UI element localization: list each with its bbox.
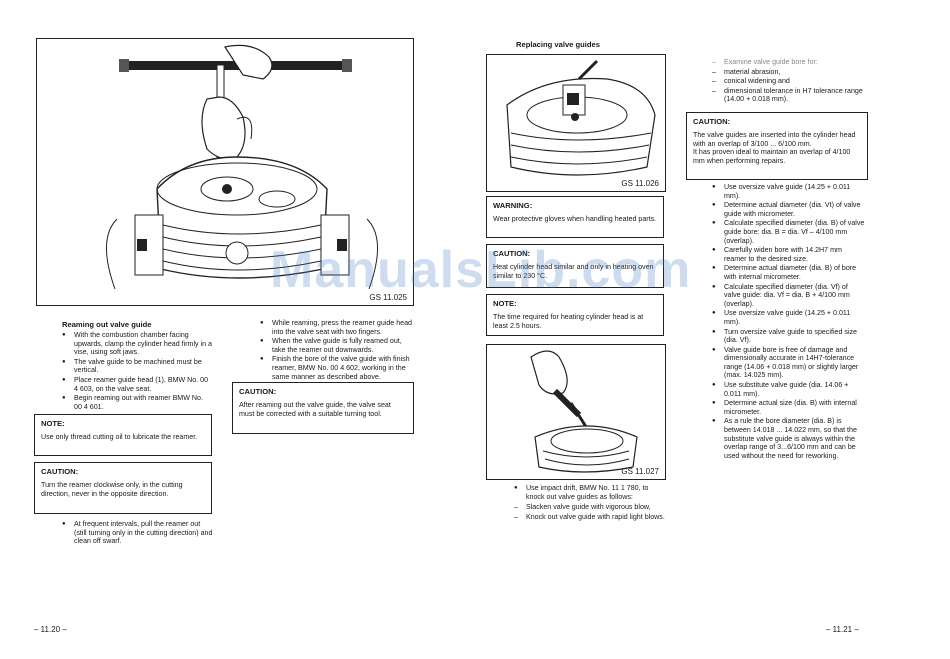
list-item: Determine actual size (dia. B) with inte… (712, 399, 866, 416)
list-item: Finish the bore of the valve guide with … (260, 355, 412, 381)
caution-text: Turn the reamer clockwise only, in the c… (41, 481, 183, 498)
list-item: As a rule the bore diameter (dia. B) is … (712, 417, 866, 460)
caution-text: The valve guides are inserted into the c… (693, 131, 856, 148)
warning-title: WARNING: (493, 201, 533, 210)
cylinder-head-reamer-illustration (106, 44, 378, 290)
examine-list: Examine valve guide bore for: material a… (712, 58, 867, 104)
left-column-1: With the combustion chamber facing upwar… (62, 331, 212, 412)
list-item: Carefully widen bore with 14.2H7 mm ream… (712, 246, 866, 263)
list-item: Determine actual diameter (dia. B) of bo… (712, 264, 866, 281)
list-item: dimensional tolerance in H7 tolerance ra… (712, 87, 867, 104)
caution-text: After reaming out the valve guide, the v… (239, 401, 391, 418)
reaming-steps-continued: At frequent intervals, pull the reamer o… (62, 520, 214, 546)
list-item: Calculate specified diameter (dia. Vf) o… (712, 283, 866, 309)
section-title: Reaming out valve guide (62, 320, 152, 329)
figure-reaming-valve-guide: GS 11.025 (36, 38, 414, 306)
list-item: Determine actual diameter (dia. Vt) of v… (712, 201, 866, 218)
figure-caption: GS 11.025 (369, 293, 407, 302)
right-column-2-top: Examine valve guide bore for: material a… (712, 58, 867, 105)
note-title: NOTE: (41, 419, 65, 428)
caution-text-2: It has proven ideal to maintain an overl… (693, 148, 851, 165)
note-box: NOTE: The time required for heating cyli… (486, 294, 664, 336)
caution-title: CAUTION: (693, 117, 731, 126)
caution-title: CAUTION: (41, 467, 79, 476)
left-column-2: While reaming, press the reamer guide he… (260, 319, 412, 382)
caution-box: CAUTION: The valve guides are inserted i… (686, 112, 868, 180)
page-number: – 11.21 – (826, 625, 859, 634)
figure-cylinder-head-heating: GS 11.026 (486, 54, 666, 192)
list-item: Valve guide bore is free of damage and d… (712, 346, 866, 380)
left-column-1-end: At frequent intervals, pull the reamer o… (62, 520, 214, 547)
list-item: conical widening and (712, 77, 867, 86)
figure-caption: GS 11.026 (621, 179, 659, 188)
right-column-2: Use oversize valve guide (14.25 + 0.011 … (712, 183, 866, 461)
list-item: Use oversize valve guide (14.25 + 0.011 … (712, 309, 866, 326)
list-item: While reaming, press the reamer guide he… (260, 319, 412, 336)
figure-knock-out-valve-guide: GS 11.027 (486, 344, 666, 480)
warning-text: Wear protective gloves when handling hea… (493, 215, 657, 223)
list-item: Use oversize valve guide (14.25 + 0.011 … (712, 183, 866, 200)
list-item: Knock out valve guide with rapid light b… (514, 513, 666, 522)
caution-text: Heat cylinder head similar and only in h… (493, 263, 654, 280)
warning-box: WARNING: Wear protective gloves when han… (486, 196, 664, 238)
section-title: Replacing valve guides (516, 40, 600, 49)
list-item: Use impact drift, BMW No. 11 1 780, to k… (514, 484, 666, 501)
figure-caption: GS 11.027 (621, 467, 659, 476)
list-item: Use substitute valve guide (dia. 14.06 +… (712, 381, 866, 398)
list-item: When the valve guide is fully reamed out… (260, 337, 412, 354)
list-item: Begin reaming out with reamer BMW No. 00… (62, 394, 212, 411)
list-item: Place reamer guide head (1), BMW No. 00 … (62, 376, 212, 393)
note-text: Use only thread cutting oil to lubricate… (41, 433, 198, 441)
caution-box: CAUTION: Turn the reamer clockwise only,… (34, 462, 212, 514)
note-text: The time required for heating cylinder h… (493, 313, 644, 330)
reaming-steps: With the combustion chamber facing upwar… (62, 331, 212, 411)
impact-drift-illustration (530, 350, 638, 473)
list-item: Turn oversize valve guide to specified s… (712, 328, 866, 345)
note-title: NOTE: (493, 299, 517, 308)
list-item: Examine valve guide bore for: (712, 58, 867, 67)
caution-box: CAUTION: After reaming out the valve gui… (232, 382, 414, 434)
page-number: – 11.20 – (34, 625, 67, 634)
list-item: Slacken valve guide with vigorous blow, (514, 503, 666, 512)
note-box: NOTE: Use only thread cutting oil to lub… (34, 414, 212, 456)
cylinder-head-illustration (506, 59, 656, 176)
list-item: material abrasion, (712, 68, 867, 77)
caution-title: CAUTION: (239, 387, 277, 396)
list-item: The valve guide to be machined must be v… (62, 358, 212, 375)
caution-title: CAUTION: (493, 249, 531, 258)
list-item: At frequent intervals, pull the reamer o… (62, 520, 214, 546)
knock-out-substeps: Slacken valve guide with vigorous blow, … (514, 503, 666, 521)
caution-box: CAUTION: Heat cylinder head similar and … (486, 244, 664, 288)
right-column-1: Use impact drift, BMW No. 11 1 780, to k… (514, 484, 666, 522)
knock-out-steps: Use impact drift, BMW No. 11 1 780, to k… (514, 484, 666, 501)
replacement-steps: Use oversize valve guide (14.25 + 0.011 … (712, 183, 866, 460)
reaming-steps-2: While reaming, press the reamer guide he… (260, 319, 412, 381)
list-item: With the combustion chamber facing upwar… (62, 331, 212, 357)
list-item: Calculate specified diameter (dia. B) of… (712, 219, 866, 245)
